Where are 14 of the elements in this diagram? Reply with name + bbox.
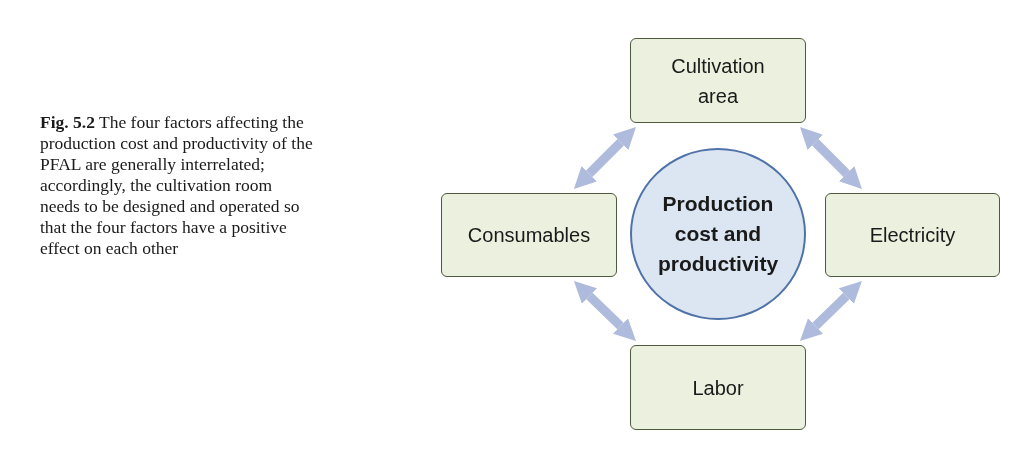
node-label: Electricity bbox=[869, 223, 956, 248]
double-arrow bbox=[573, 281, 636, 341]
double-arrow bbox=[800, 281, 862, 341]
double-arrow bbox=[800, 127, 862, 189]
node-label: Cultivation area bbox=[670, 53, 766, 109]
node-label: Production cost and productivity bbox=[656, 191, 780, 277]
node-label: Consumables bbox=[467, 223, 591, 248]
figure-caption: Fig. 5.2 The four factors affecting the production cost and productivity of the PFAL are generally interrelated; accordingly, the cultivation room needs to be designed and operated so that the four factors have a positive effect on each other bbox=[40, 112, 314, 259]
factor-box bbox=[441, 193, 617, 277]
node-label: Labor bbox=[692, 375, 744, 401]
factor-box bbox=[825, 193, 1000, 277]
double-arrow bbox=[573, 127, 636, 189]
factor-box bbox=[630, 345, 806, 430]
factor-box bbox=[630, 38, 806, 123]
